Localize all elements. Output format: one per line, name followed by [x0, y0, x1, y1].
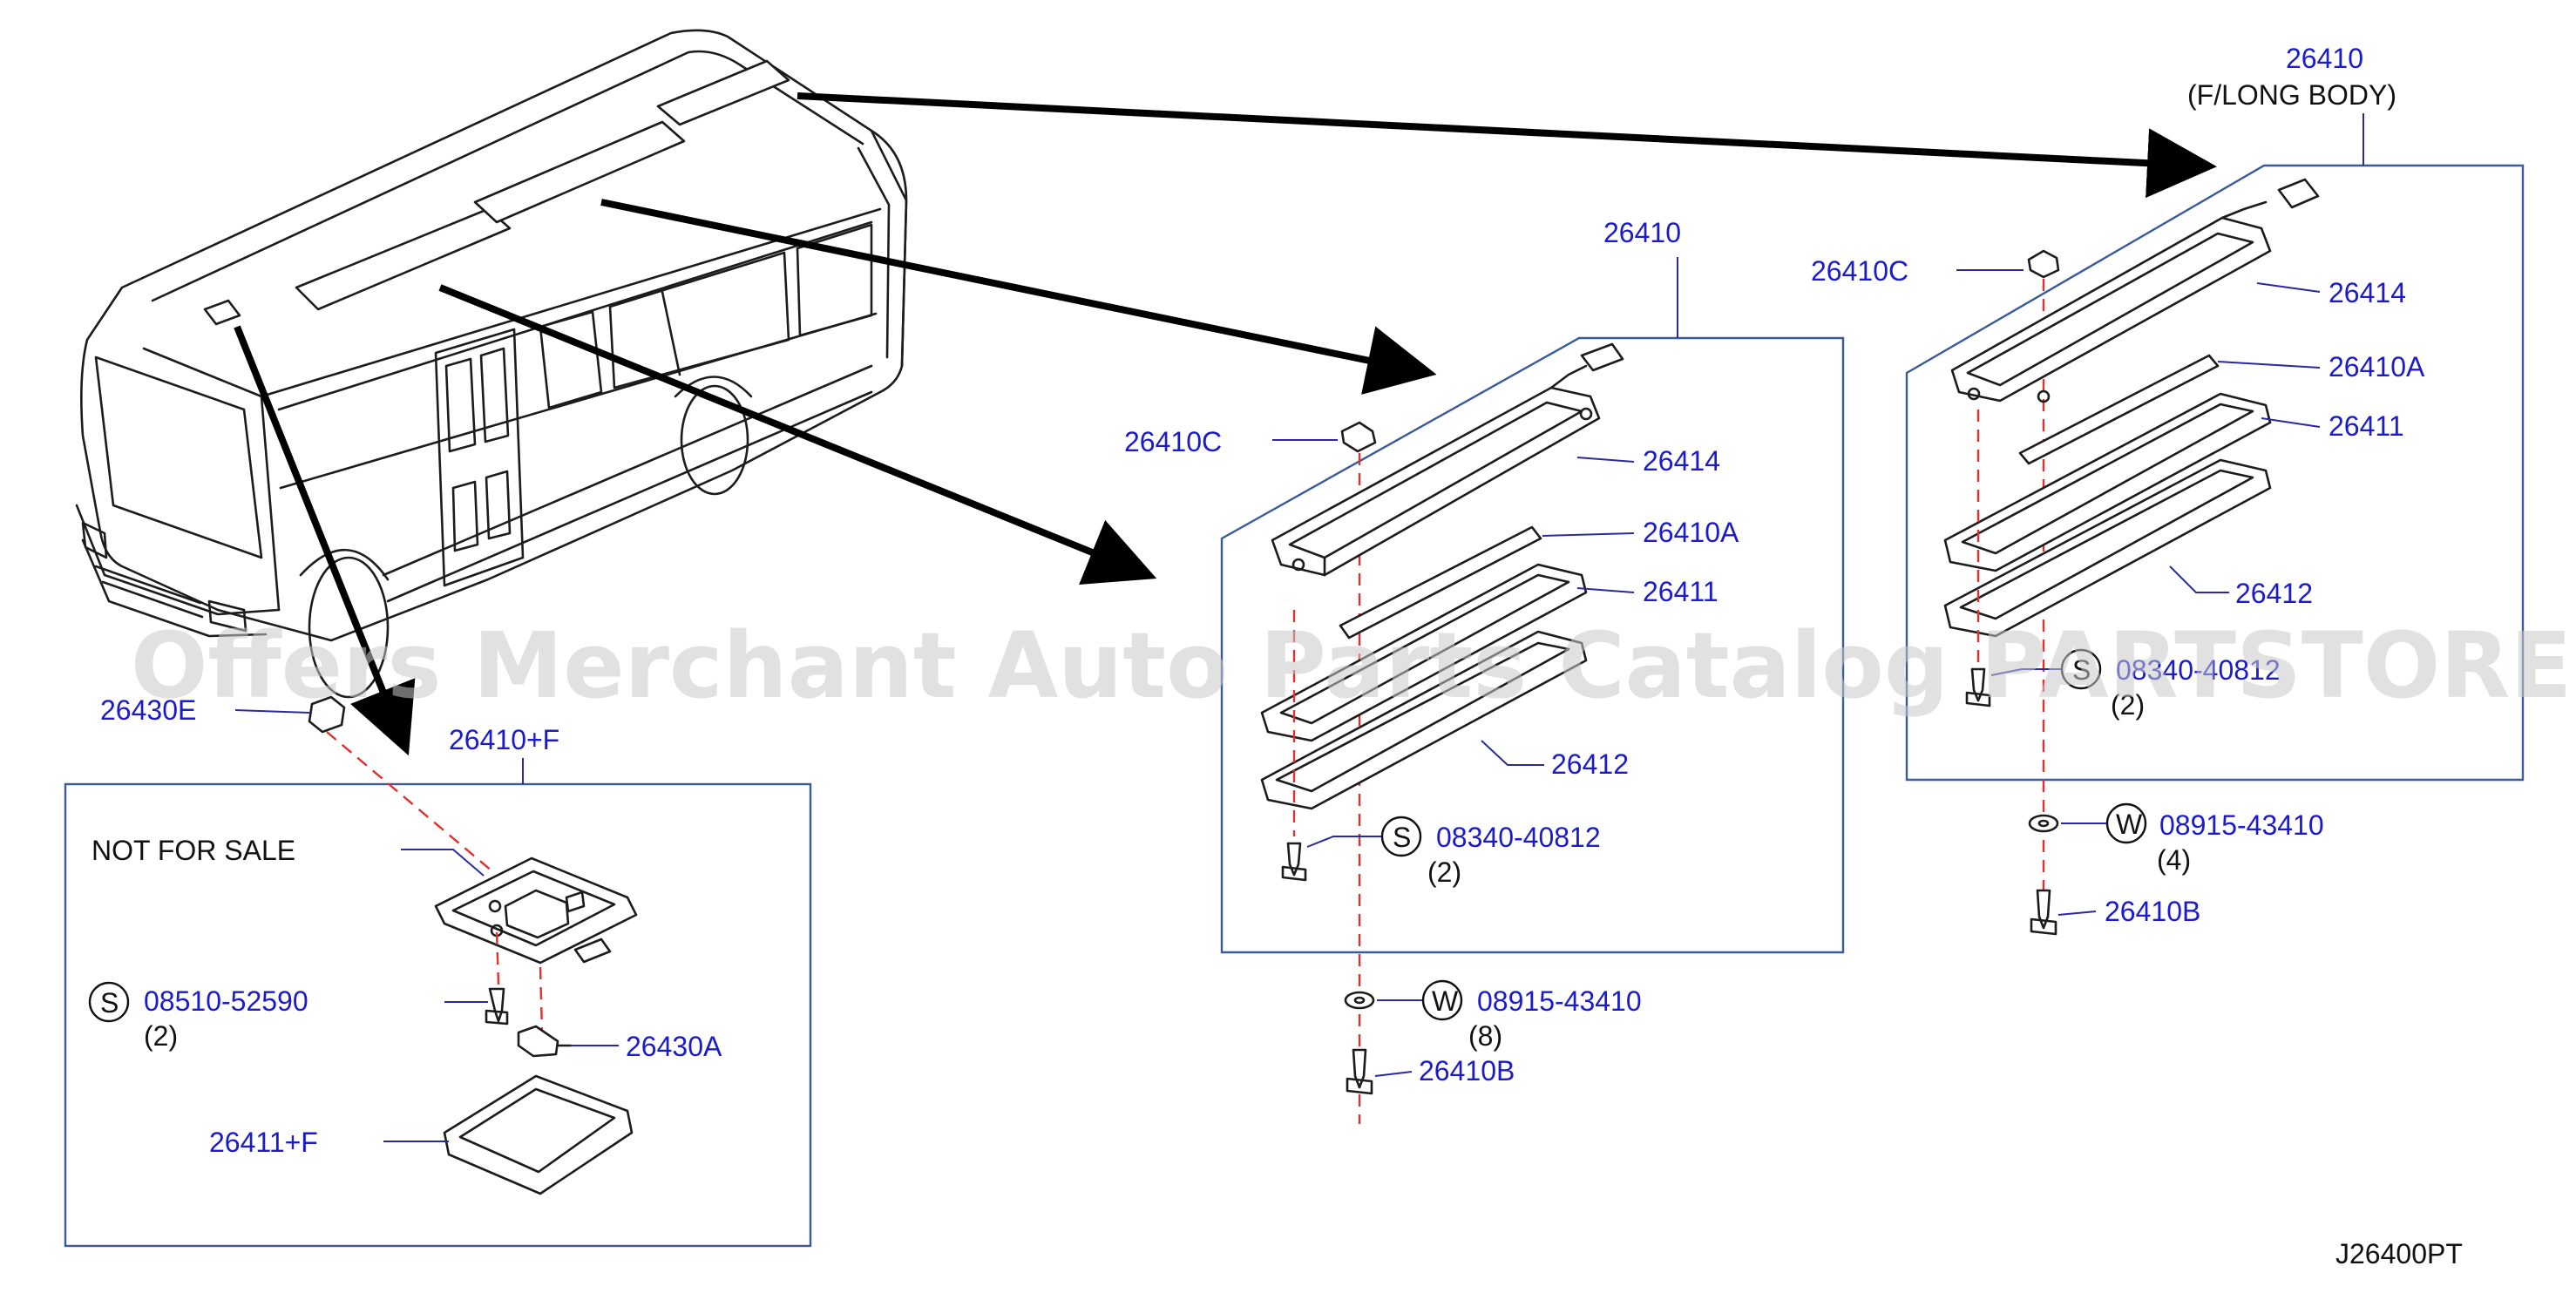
w-mark-mid-text: W: [1432, 985, 1459, 1017]
label-26411-right: 26411: [2329, 410, 2404, 442]
long-body-lamp-group: 26410 (F/LONG BODY) 26410C 26414 26410A …: [1811, 43, 2525, 936]
screw-26410B-mid: [1352, 1048, 1367, 1089]
label-26411-mid: 26411: [1643, 576, 1718, 607]
gasket-26412-mid: [1260, 630, 1588, 810]
label-26430A: 26430A: [626, 1031, 722, 1062]
qty-right-screw: (2): [2111, 689, 2145, 721]
s-mark-mid: [1380, 816, 1422, 857]
arrow-to-front-lamp: [234, 325, 416, 756]
arrow-to-mid-lamp: [600, 199, 1437, 395]
qty-right-washer: (4): [2157, 844, 2191, 876]
tube-26410A-right: [2018, 354, 2220, 465]
label-26410C-mid: 26410C: [1124, 426, 1222, 457]
s-mark-mid-text: S: [1393, 822, 1411, 853]
s-mark-left: [88, 981, 130, 1023]
lens-26411-right: [1943, 392, 2272, 572]
s-mark-right: [2060, 648, 2102, 690]
bulb-26430A: [517, 1025, 559, 1058]
label-26410C-right: 26410C: [1811, 255, 1908, 287]
label-26430E: 26430E: [100, 694, 196, 726]
van-illustration: [75, 29, 908, 699]
label-long-body: (F/LONG BODY): [2187, 79, 2396, 111]
label-08510-52590: 08510-52590: [144, 985, 308, 1017]
label-26410F: 26410+F: [449, 724, 559, 755]
screw-mid: [1286, 842, 1302, 877]
arrow-to-mid-lamp-2: [438, 284, 1157, 585]
tube-26410A-mid: [1339, 525, 1542, 640]
watermark: Offers Merchant Auto Parts Catalog PARTS…: [131, 613, 2576, 719]
lens-26411-mid: [1260, 563, 1588, 742]
label-26410B-right: 26410B: [2105, 896, 2200, 927]
label-26410-long: 26410: [2286, 43, 2363, 74]
screw-26410B-right: [2036, 889, 2051, 930]
lens-26411F: [443, 1074, 634, 1195]
gasket-26412-right: [1943, 458, 2272, 638]
s-mark-right-text: S: [2072, 654, 2091, 686]
qty-mid-screw: (2): [1427, 856, 1461, 888]
label-26410A-right: 26410A: [2329, 351, 2425, 382]
lamp-housing-26414-right: [1950, 216, 2272, 403]
front-lamp-frame: [64, 782, 812, 1248]
qty-left-screw: (2): [144, 1020, 178, 1052]
w-mark-mid: [1421, 979, 1463, 1021]
s-mark-left-text: S: [100, 987, 119, 1019]
nut-26430E: [308, 695, 346, 734]
diagram-code: J26400PT: [2335, 1238, 2463, 1269]
washer-mid: [1344, 991, 1375, 1010]
label-08915-43410-right: 08915-43410: [2159, 809, 2324, 841]
label-08340-40812-mid: 08340-40812: [1436, 822, 1601, 853]
label-26410-mid: 26410: [1603, 217, 1681, 248]
w-mark-right-text: W: [2116, 809, 2143, 840]
label-26411F: 26411+F: [209, 1127, 318, 1158]
label-26412-mid: 26412: [1551, 748, 1629, 780]
clip-26410C-right: [2027, 249, 2060, 279]
label-26414-mid: 26414: [1643, 445, 1720, 477]
label-08340-40812-right: 08340-40812: [2116, 654, 2281, 686]
label-26414-right: 26414: [2329, 277, 2406, 308]
screw-left: [488, 987, 505, 1023]
label-26410A-mid: 26410A: [1643, 517, 1739, 548]
w-mark-right: [2105, 802, 2147, 844]
washer-right: [2028, 814, 2059, 833]
pointer-arrows: [234, 92, 2217, 756]
clip-26410C-mid: [1340, 421, 1377, 453]
lamp-housing-26414-mid: [1271, 386, 1601, 577]
not-for-sale-text: NOT FOR SALE: [92, 835, 295, 866]
label-26412-right: 26412: [2235, 578, 2313, 609]
label-08915-43410-mid: 08915-43410: [1477, 985, 1642, 1017]
label-26410B-mid: 26410B: [1419, 1055, 1515, 1087]
front-lamp-group: 26410+F 26430E NOT FOR SALE S 08510-5259…: [64, 694, 812, 1248]
arrow-to-long-body: [797, 92, 2217, 199]
mid-lamp-group: 26410 26410C 26414 26410A 26411 26412: [1124, 217, 1845, 1124]
qty-mid-washer: (8): [1468, 1020, 1502, 1052]
connector-right: [2277, 178, 2320, 209]
